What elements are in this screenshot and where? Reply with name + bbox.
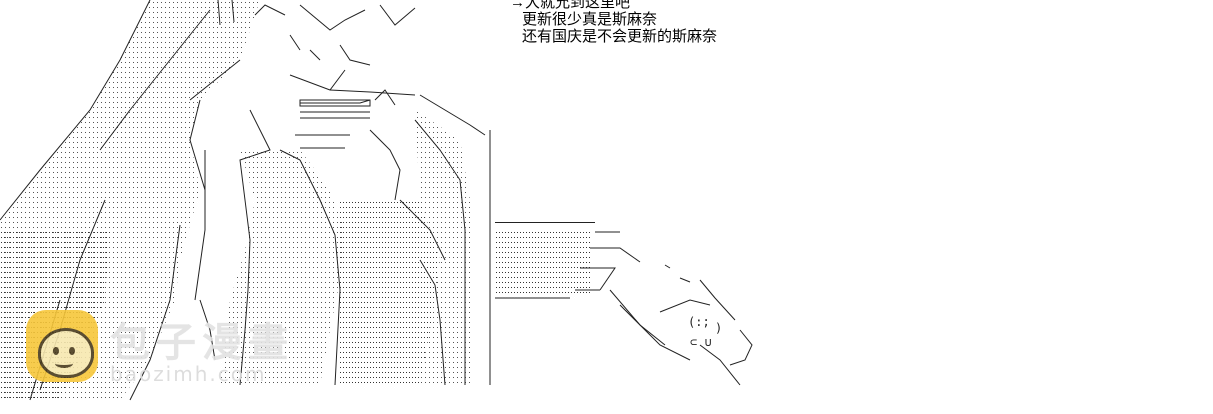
sleeve-top-line (495, 222, 595, 223)
collar-block (299, 99, 371, 107)
svg-text:(:;: (:; (688, 315, 710, 329)
hand-strokes: (:; ⊂ ∪ ) (688, 315, 722, 349)
bun-logo-icon (26, 310, 98, 382)
caption-line-2: 更新很少真是斯麻奈 (522, 11, 658, 28)
sleeve-shading (495, 228, 590, 296)
caption-line-3: 还有国庆是不会更新的斯麻奈 (522, 28, 718, 45)
collar-stripes (295, 111, 370, 149)
watermark-url: baozimh.com (110, 362, 267, 386)
body-outline (199, 94, 486, 386)
svg-text:): ) (715, 321, 722, 335)
coat-shading (340, 200, 440, 385)
sleeve-lines (495, 231, 753, 386)
right-coat-shading (415, 110, 470, 385)
svg-text:⊂ ∪: ⊂ ∪ (690, 335, 712, 349)
body-shading (220, 150, 345, 385)
watermark-title: 包子漫畫 (110, 320, 294, 366)
caption-line-1: →大就允到这里吧 (510, 0, 631, 11)
site-watermark: 包子漫畫 baozimh.com (22, 306, 352, 388)
head-top-lines (217, 0, 416, 106)
